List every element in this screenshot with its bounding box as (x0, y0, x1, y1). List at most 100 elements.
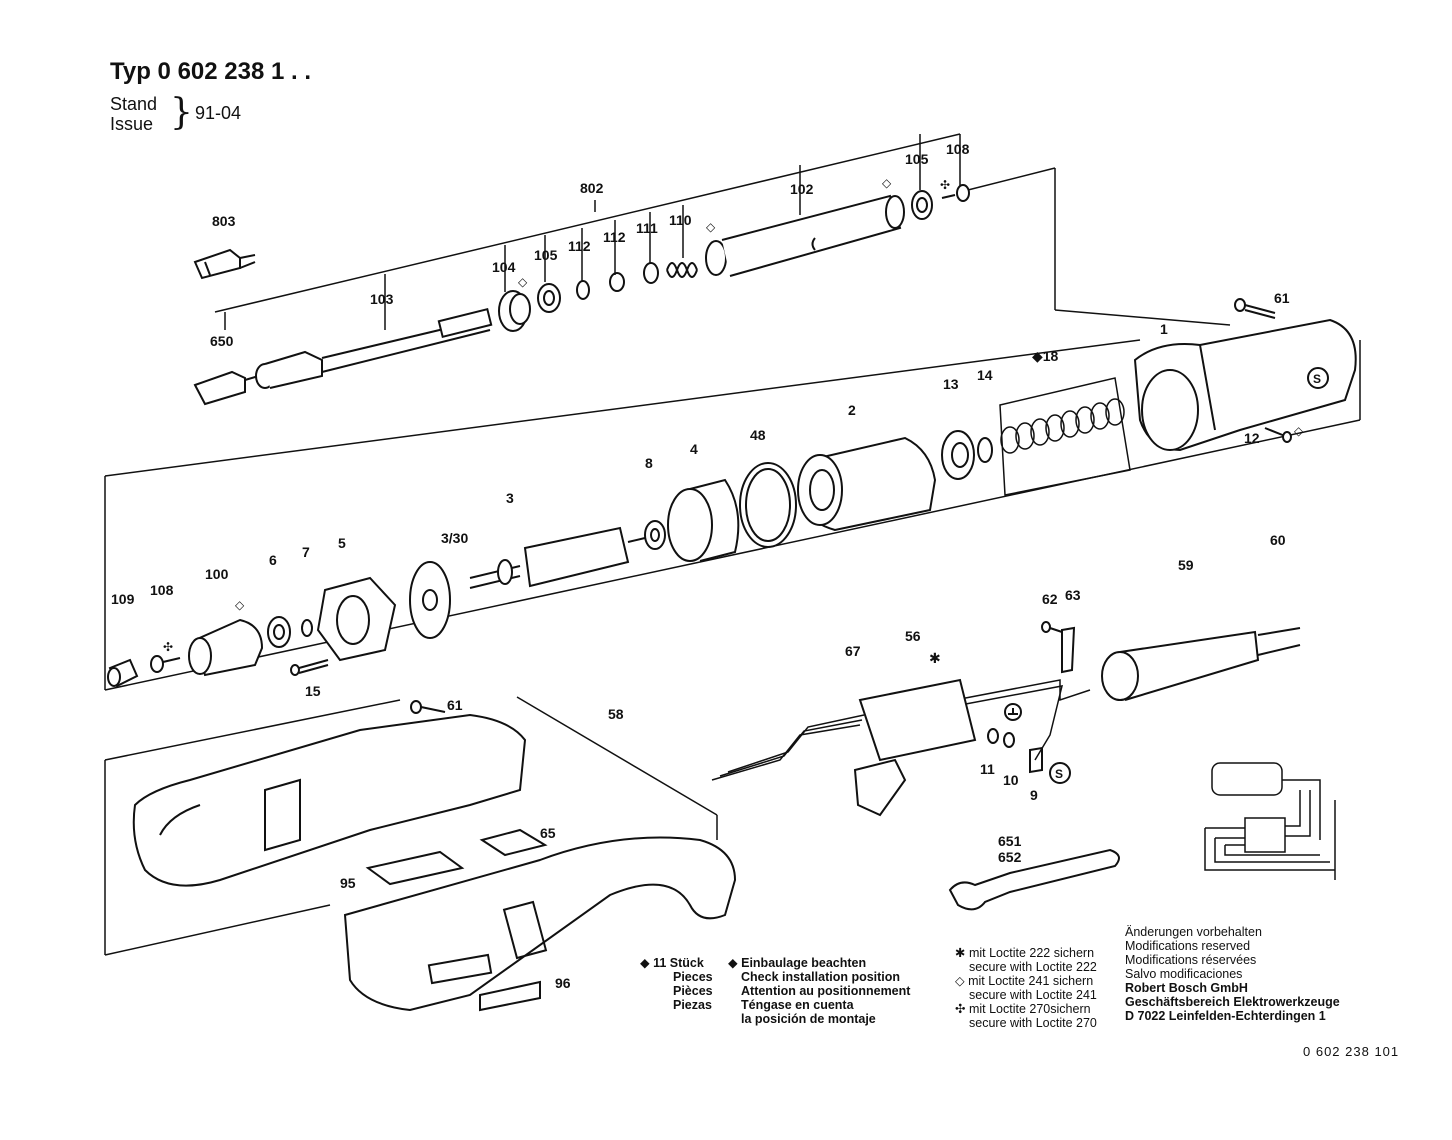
part-61-screw (1234, 298, 1276, 319)
part-label: 104 (492, 259, 516, 275)
notes-block: Änderungen vorbehalten Modifications res… (1125, 925, 1340, 1023)
part-56-switch (853, 678, 977, 817)
part-earth-terminal (1004, 703, 1022, 721)
legend-install-line: la posición de montaje (741, 1012, 876, 1026)
loctite241-mark-icon: ◇ (882, 176, 892, 190)
part-label: 1 (1160, 321, 1168, 337)
part-label: 105 (905, 151, 929, 167)
part-label: 60 (1270, 532, 1286, 548)
legend-install: ◆ Einbaulage beachten Check installation… (728, 956, 910, 1026)
part-label: 12 (1244, 430, 1260, 446)
upper-leaders (224, 134, 921, 330)
part-label: 59 (1178, 557, 1194, 573)
part-label: 108 (150, 582, 174, 598)
part-label: 102 (790, 181, 814, 197)
part-108-screw-lower (150, 655, 181, 673)
legend-install-line: Attention au positionnement (741, 984, 911, 998)
part-label: 802 (580, 180, 604, 196)
part-62-screw (1041, 621, 1063, 633)
part-4-air-baffle (667, 478, 740, 562)
part-58-outline (104, 696, 718, 956)
part-18-springs (999, 377, 1131, 496)
part-803-collet (193, 248, 256, 280)
part-48-ring (739, 462, 797, 548)
part-3-30-fan (409, 561, 451, 639)
part-label: 96 (555, 975, 571, 991)
changes-line: Modifications reserved (1125, 939, 1251, 953)
loctite-line: secure with Loctite 222 (969, 960, 1097, 974)
loctite-line: secure with Loctite 270 (969, 1016, 1097, 1030)
part-7-ring (301, 619, 313, 637)
part-110-spring (666, 262, 698, 278)
part-60-cord (1257, 627, 1301, 656)
changes-line: Modifications réservées (1125, 953, 1257, 967)
company-line: Geschäftsbereich Elektrowerkzeuge (1125, 995, 1340, 1009)
legend-qty-word: Piezas (673, 998, 712, 1012)
part-111-ring (643, 262, 659, 284)
part-label: 110 (669, 212, 692, 228)
part-label: 109 (111, 591, 135, 607)
part-2-field-coil (797, 436, 937, 532)
legend-qty-word: Pieces (673, 970, 713, 984)
loctite241-mark-icon: ◇ (706, 220, 716, 234)
part-label: 3 (506, 490, 514, 506)
part-label: 11 (980, 761, 995, 777)
loctite270-mark-icon: ✣ (940, 178, 951, 192)
part-105-nut (911, 190, 933, 220)
loctite-line: mit Loctite 241 sichern (968, 974, 1094, 988)
s-mark-icon: S (1313, 372, 1321, 386)
part-102-spindle-tube (705, 194, 905, 277)
loctite-line: mit Loctite 222 sichern (968, 946, 1095, 960)
upper-assembly-outline (104, 133, 1361, 691)
loctite-line: secure with Loctite 241 (969, 988, 1097, 1002)
brace-icon: } (170, 92, 193, 133)
part-label: 6 (269, 552, 277, 568)
part-14-ring (977, 437, 993, 463)
part-65-plate (479, 828, 548, 857)
part-label: 56 (905, 628, 921, 644)
company-line: Robert Bosch GmbH (1125, 981, 1248, 995)
part-63-clamp (1061, 626, 1076, 674)
part-label: 650 (210, 333, 234, 349)
part-label: 9 (1030, 787, 1038, 803)
part-label: 103 (370, 291, 394, 307)
part-label: 111 (636, 220, 658, 236)
part-label: 15 (305, 683, 321, 699)
part-6-bearing (267, 616, 291, 648)
part-label: 65 (540, 825, 556, 841)
loctite241-mark-icon: ◇ (1294, 424, 1304, 438)
part-103-spindle (255, 307, 493, 389)
part-label: 108 (946, 141, 970, 157)
circuit-schematic (1204, 762, 1336, 880)
part-61-screw-lower (410, 700, 446, 714)
part-label: 7 (302, 544, 310, 560)
loctite222-icon: ✱ (955, 946, 966, 960)
part-label: 48 (750, 427, 766, 443)
part-label: 4 (690, 441, 698, 457)
loctite241-icon: ◇ (955, 974, 965, 988)
legend-install-line: Einbaulage beachten (741, 956, 867, 970)
part-handle-shell (343, 836, 737, 1012)
loctite222-mark-icon: ✱ (929, 650, 941, 666)
part-label: 61 (447, 697, 463, 713)
part-label: 651 (998, 833, 1022, 849)
part-label: ◆18 (1032, 348, 1059, 364)
part-13-bearing (941, 430, 975, 480)
legend-qty-count: 11 Stück (653, 956, 704, 970)
issue-label: Issue (110, 114, 154, 134)
legend-install-line: Téngase en cuenta (741, 998, 854, 1012)
part-label: 63 (1065, 587, 1081, 603)
part-label: 112 (568, 238, 591, 254)
legend-loctite: ✱ mit Loctite 222 sichern secure with Lo… (955, 946, 1097, 1030)
diamond-filled-icon: ◆ (640, 956, 650, 970)
stand-label: Stand (110, 94, 158, 114)
changes-line: Salvo modificaciones (1125, 967, 1243, 981)
legend-qty-word: Pièces (673, 984, 713, 998)
issue-date: 91-04 (195, 103, 242, 123)
loctite-line: mit Loctite 270sichern (968, 1002, 1091, 1016)
part-15-screw (290, 659, 329, 676)
page-title: Typ 0 602 238 1 . . (110, 58, 312, 85)
part-8-bearing (644, 520, 666, 550)
part-label: 803 (212, 213, 236, 229)
